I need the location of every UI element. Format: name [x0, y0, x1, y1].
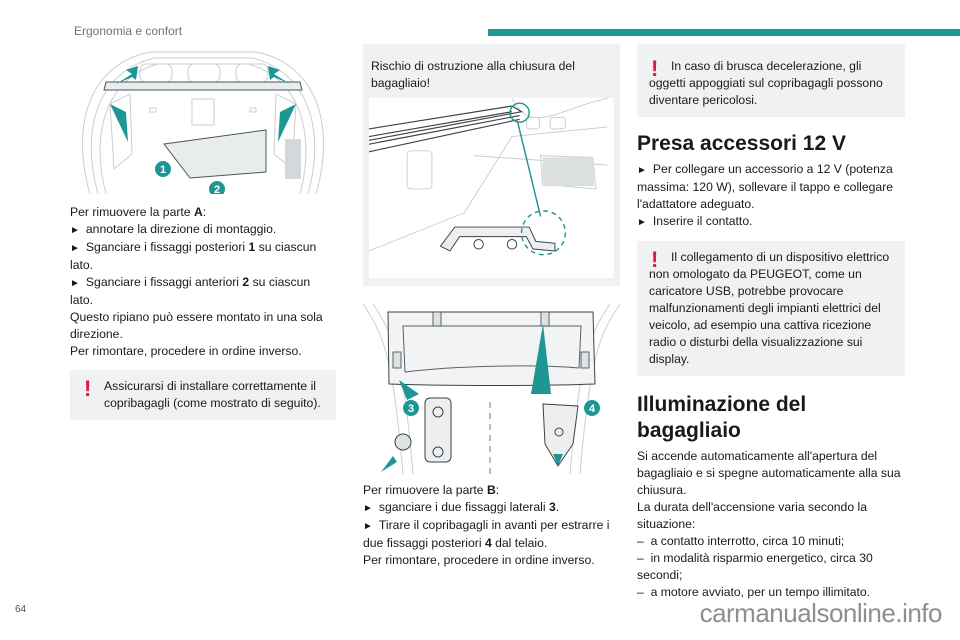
- column-1: 1 2 Per rimuovere la parte A: ► annotare …: [70, 44, 336, 420]
- caution-text: Rischio di ostruzione alla chiusura del …: [371, 59, 575, 90]
- list-item-text: in modalità risparmio energetico, circa …: [637, 551, 873, 582]
- header-accent-bar: [488, 29, 960, 36]
- step-text: Sganciare i fissaggi anteriori: [85, 275, 243, 289]
- warning-note: ! Il collegamento di un dispositivo elet…: [637, 241, 905, 376]
- arrow-icon: ►: [70, 225, 80, 236]
- step-bold: 3: [548, 500, 556, 514]
- arrow-icon: ►: [70, 243, 80, 254]
- callout-1-label: 1: [160, 164, 166, 176]
- arrow-icon: ►: [637, 217, 647, 228]
- step-bold: 1: [248, 240, 256, 254]
- step-text: dal telaio.: [491, 536, 548, 550]
- step-item: ► Inserire il contatto.: [637, 213, 905, 231]
- step-item: ► sganciare i due fissaggi laterali 3.: [363, 499, 620, 517]
- intro-bold: A: [193, 205, 203, 219]
- callout-4: [584, 400, 600, 416]
- step-item: ► Sganciare i fissaggi posteriori 1 su ci…: [70, 239, 336, 274]
- boot-cover-part-a-figure: 1 2: [82, 51, 324, 194]
- arrow-icon: ►: [363, 521, 373, 532]
- list-item: – a motore avviato, per un tempo illimit…: [637, 584, 905, 601]
- step-item: ► Sganciare i fissaggi anteriori 2 su cia…: [70, 274, 336, 309]
- list-item-text: a contatto interrotto, circa 10 minuti;: [650, 534, 845, 548]
- watermark: carmanualsonline.info: [699, 598, 943, 628]
- intro-suffix: :: [202, 205, 207, 219]
- paragraph: La durata dell'accensione varia secondo …: [637, 500, 867, 531]
- intro-bold: B: [486, 483, 496, 497]
- step-text: Per collegare un accessorio a 12 V (pote…: [637, 162, 894, 211]
- dash-bullet: –: [637, 534, 644, 548]
- step-bold: 2: [242, 275, 250, 289]
- step-text: Sganciare i fissaggi posteriori: [85, 240, 249, 254]
- paragraph: Questo ripiano può essere montato in una…: [70, 310, 323, 341]
- section-heading: Presa accessori 12 V: [637, 132, 846, 155]
- exclamation-icon: !: [651, 56, 659, 81]
- caution-note: Rischio di ostruzione alla chiusura del …: [363, 44, 620, 98]
- paragraph: Per rimontare, procedere in ordine inver…: [70, 344, 302, 358]
- arrow-icon: ►: [637, 165, 647, 176]
- section-title: Ergonomia e confort: [74, 24, 183, 38]
- step-text: su ciascun lato.: [70, 240, 317, 272]
- step-item: ► annotare la direzione di montaggio.: [70, 221, 336, 239]
- step-bold: 4: [484, 536, 492, 550]
- boot-cover-obstruction-figure: [363, 98, 620, 286]
- intro-text: Per rimuovere la parte: [363, 483, 487, 497]
- callout-4-label: 4: [589, 403, 596, 415]
- column-3: ! In caso di brusca decelerazione, gli o…: [637, 44, 905, 601]
- callout-2: [209, 181, 225, 194]
- step-text: sganciare i due fissaggi laterali: [378, 500, 549, 514]
- step-item: ►Tirare il copribagagli in avanti per es…: [363, 517, 620, 552]
- exclamation-icon: !: [84, 376, 92, 401]
- step-text: annotare la direzione di montaggio.: [85, 222, 277, 236]
- arrow-icon: ►: [70, 278, 80, 289]
- warning-note: ! In caso di brusca decelerazione, gli o…: [637, 44, 905, 117]
- callout-3-label: 3: [408, 403, 414, 415]
- warning-note: ! Assicurarsi di installare correttament…: [70, 370, 336, 420]
- warning-text: Il collegamento di un dispositivo elettr…: [649, 250, 890, 366]
- dash-bullet: –: [637, 551, 644, 565]
- dash-bullet: –: [637, 585, 644, 599]
- section-heading: Illuminazione del bagagliaio: [637, 393, 807, 442]
- column-2: Rischio di ostruzione alla chiusura del …: [363, 44, 620, 569]
- step-text: .: [555, 500, 560, 514]
- callout-1: [155, 161, 171, 177]
- paragraph: Per rimontare, procedere in ordine inver…: [363, 553, 595, 567]
- step-text: Tirare il copribagagli in avanti per est…: [363, 518, 610, 550]
- step-text: Inserire il contatto.: [652, 214, 753, 228]
- intro-text: Per rimuovere la parte: [70, 205, 194, 219]
- list-item: – a contatto interrotto, circa 10 minuti…: [637, 533, 905, 550]
- boot-cover-part-b-figure: 3 4: [363, 303, 620, 474]
- callout-3: [403, 400, 419, 416]
- step-text: su ciascun lato.: [70, 275, 311, 307]
- part-b-intro: Per rimuovere la parte B:: [363, 482, 620, 499]
- warning-text: Assicurarsi di installare correttamente …: [104, 379, 321, 410]
- list-item-text: a motore avviato, per un tempo illimitat…: [650, 585, 871, 599]
- exclamation-icon: !: [651, 247, 659, 272]
- arrow-icon: ►: [363, 503, 373, 514]
- part-a-intro: Per rimuovere la parte A:: [70, 204, 336, 221]
- list-item: – in modalità risparmio energetico, circ…: [637, 550, 905, 584]
- step-item: ►Per collegare un accessorio a 12 V (pot…: [637, 161, 905, 213]
- paragraph: Si accende automaticamente all'apertura …: [637, 449, 901, 497]
- page-number: 64: [15, 604, 27, 615]
- intro-suffix: :: [495, 483, 500, 497]
- callout-2-label: 2: [214, 184, 220, 194]
- warning-text: In caso di brusca decelerazione, gli ogg…: [649, 59, 883, 107]
